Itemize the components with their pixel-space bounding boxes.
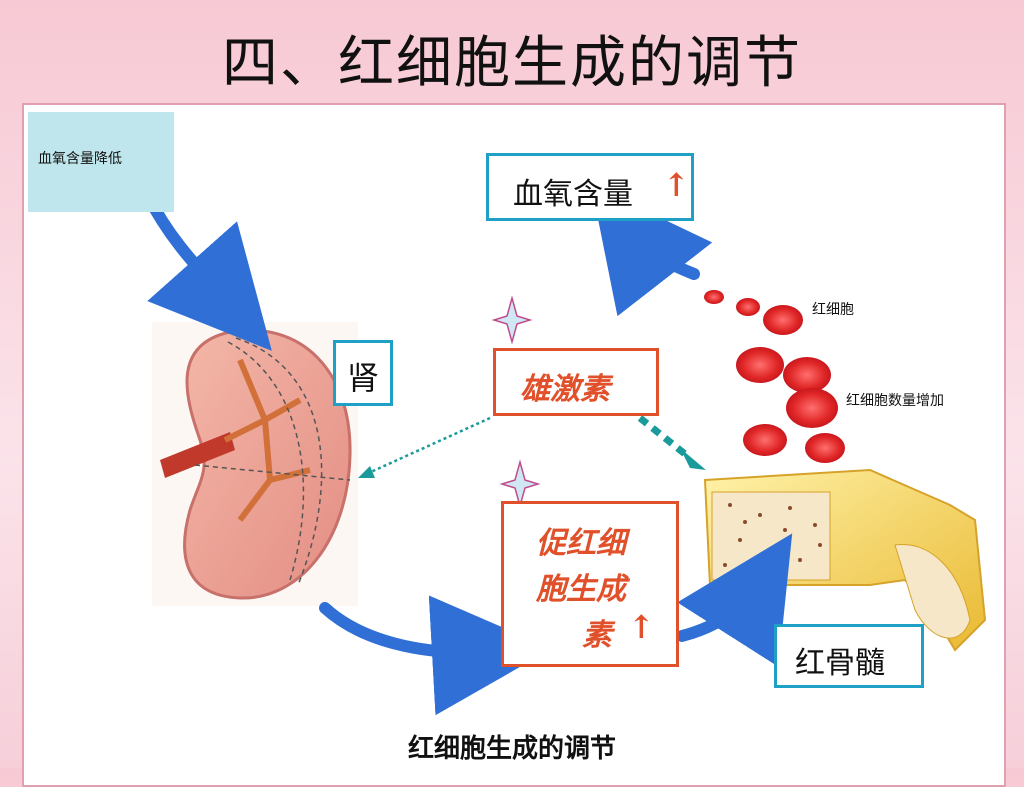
- epo-label-line2: 胞生成: [536, 572, 626, 607]
- oxygen-decrease-box: 血氧含量降低: [28, 112, 174, 212]
- diagram-graphics: [142, 184, 987, 716]
- slide-title: 四、红细胞生成的调节: [222, 31, 802, 96]
- up-arrow-icon: ↑: [663, 166, 690, 204]
- sparkle-icon: [499, 459, 541, 509]
- rbc-label: 红细胞: [812, 302, 854, 318]
- epo-label-line1: 促红细: [536, 526, 626, 561]
- arrow-epo-to-marrow: [676, 533, 793, 667]
- oxygen-level-label: 血氧含量: [513, 177, 633, 212]
- oxygen-level-box: 血氧含量 ↑: [486, 153, 694, 221]
- bone-marrow-illustration: [703, 468, 987, 652]
- rbc-illustration: [704, 290, 845, 463]
- dotted-arrow-androgen-to-kidney: [361, 416, 491, 478]
- arrow-rbc-to-oxygen: [591, 184, 713, 317]
- oxygen-decrease-label: 血氧含量降低: [38, 151, 122, 167]
- bottom-caption: 红细胞生成的调节: [407, 734, 616, 764]
- kidney-illustration: [152, 322, 358, 606]
- rbc-increase-label: 红细胞数量增加: [846, 393, 944, 409]
- epo-box: 促红细 胞生成 素 ↑: [501, 501, 679, 667]
- epo-label-line3: 素: [582, 618, 612, 653]
- androgen-box: 雄激素: [493, 348, 659, 416]
- bone-marrow-box: 红骨髓: [774, 624, 924, 688]
- kidney-label: 肾: [347, 359, 380, 397]
- bone-marrow-label: 红骨髓: [795, 646, 885, 681]
- sparkle-icon: [491, 295, 533, 345]
- androgen-label: 雄激素: [520, 372, 610, 407]
- kidney-box: 肾: [333, 340, 393, 406]
- up-arrow-icon: ↑: [628, 608, 655, 646]
- arrow-oxygen-to-kidney: [142, 190, 272, 351]
- arrow-kidney-to-epo: [319, 595, 552, 716]
